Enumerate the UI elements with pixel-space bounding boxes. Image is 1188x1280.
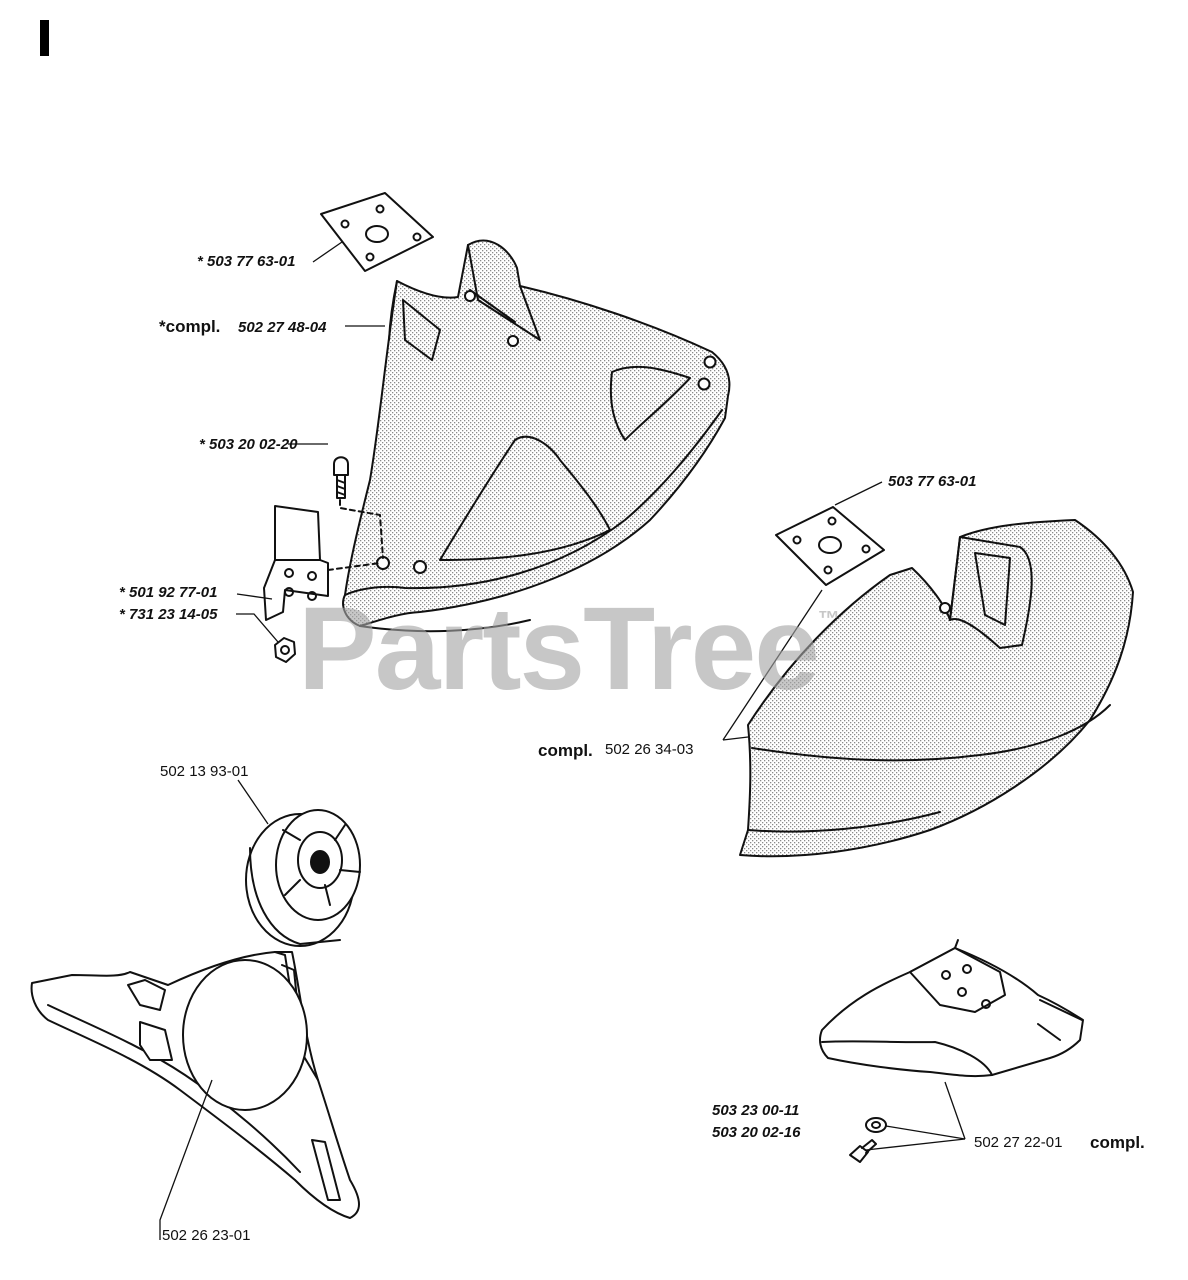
screw-lower <box>849 1139 877 1163</box>
compl-label-lower: compl. <box>1090 1133 1145 1152</box>
compl-label-right: compl. <box>538 741 593 760</box>
washer <box>865 1117 887 1133</box>
guard-right <box>739 519 1134 858</box>
guard-upper-left <box>342 239 731 633</box>
guard-small <box>819 939 1084 1078</box>
dashed-line-screw <box>339 499 384 559</box>
part-label-502139301: 502 13 93-01 <box>160 763 249 780</box>
part-label-503230011: 503 23 00-11 <box>712 1102 800 1119</box>
part-label-503200220: * 503 20 02-20 <box>199 436 298 453</box>
part-label-501927701: * 501 92 77-01 <box>119 584 218 601</box>
mounting-plate-right <box>775 506 885 586</box>
part-label-502272201: 502 27 22-01 <box>974 1134 1063 1151</box>
leader-lines <box>159 241 966 1240</box>
screw-upper <box>333 456 349 499</box>
bracket <box>263 505 329 621</box>
part-label-503776301-upper: * 503 77 63-01 <box>197 253 296 270</box>
guard-lower-left <box>30 951 360 1219</box>
spacer-wheel <box>245 809 361 947</box>
part-label-503776301-right: 503 77 63-01 <box>888 473 977 490</box>
watermark-trademark: ™ <box>817 606 840 631</box>
dashed-line-bracket <box>327 562 381 571</box>
part-label-502262301: 502 26 23-01 <box>162 1227 251 1244</box>
mounting-plate-upper <box>320 192 434 272</box>
watermark-text: PartsTree <box>298 583 820 715</box>
part-label-503200216: 503 20 02-16 <box>712 1124 801 1141</box>
part-label-731231405: * 731 23 14-05 <box>119 606 218 623</box>
nut <box>274 637 296 663</box>
part-label-502263403: 502 26 34-03 <box>605 741 694 758</box>
part-label-502274804: 502 27 48-04 <box>238 319 327 336</box>
section-letter <box>40 20 49 56</box>
compl-label-upper: *compl. <box>159 317 221 336</box>
watermark: PartsTree™ <box>298 590 840 708</box>
